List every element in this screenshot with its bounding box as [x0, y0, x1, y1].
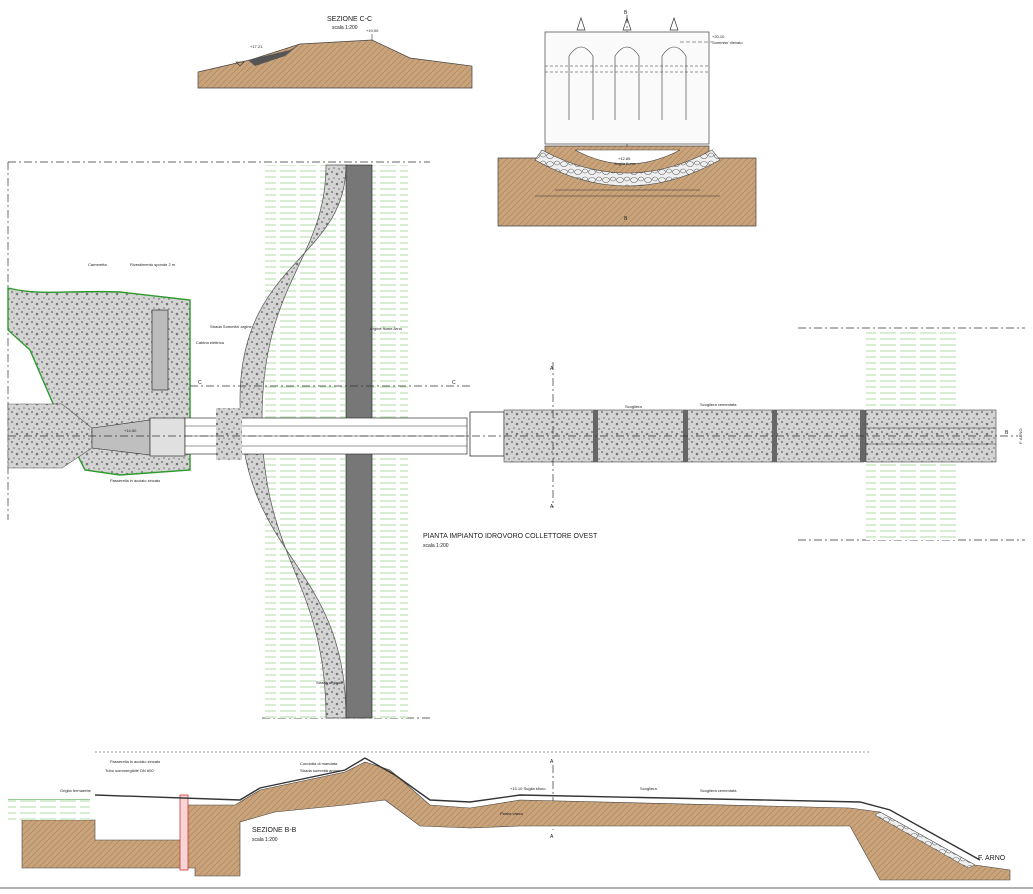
riprap-bed: [534, 149, 721, 187]
marker-b-top: B: [624, 10, 628, 16]
marker-a-bottom: A: [550, 504, 554, 510]
section-bb-soil: [21, 761, 1011, 881]
passerella-label: Passerella in acciaio zincato: [110, 478, 161, 483]
section-bb-title: SEZIONE B-B: [252, 827, 297, 834]
cabina-label: Cabina elettrica: [196, 340, 225, 345]
cameretta-label: Cameretta: [88, 262, 107, 267]
elevation-label: +19.00: [366, 28, 379, 33]
pump-shaft: [179, 794, 189, 871]
note-label: Sommita' rilevato: [712, 40, 743, 45]
section-bb-scale: scala 1:200: [252, 837, 278, 843]
headwall: [544, 31, 710, 145]
section-cc-soil: [197, 39, 473, 89]
road-crossing-gravel: [216, 408, 242, 460]
channel-label: Scogliera: [625, 404, 642, 409]
delivery-pipe: [94, 757, 981, 861]
section-cc-title: SEZIONE C-C: [327, 16, 372, 23]
marker-a-section-top: A: [550, 759, 554, 765]
road-label: Strada Sommita' argine: [210, 324, 252, 329]
rivestimento-label: Rivestimento sponde 2 m: [130, 262, 176, 267]
marker-b-plan: B: [1005, 430, 1009, 436]
grass-strip: [8, 800, 90, 820]
marker-c-right: C: [452, 380, 456, 386]
section-aa: B +20.10 Sommita' rilevato +12.85 Soglia…: [497, 10, 757, 227]
elevation-label: +12.85: [618, 156, 631, 161]
pipe-arch: [614, 46, 640, 120]
plan-scale: scala 1:200: [423, 543, 449, 549]
label-condotta: Condotta di mandata: [300, 761, 338, 766]
road-label: Strada arginale: [316, 680, 344, 685]
section-cc-scale: scala 1:200: [332, 25, 358, 31]
section-bb: A A Griglia fermaerbe Tubo sommergibile …: [8, 751, 1011, 881]
channel-water: [574, 149, 681, 165]
elevation-label: +20.10: [712, 34, 725, 39]
outlet-structure: [469, 411, 505, 457]
label-platea: Platea vasca: [500, 811, 524, 816]
marker-b-bottom: B: [624, 216, 628, 222]
section-cc-embankment-road: [248, 44, 300, 66]
label-passerella: Passerella in acciaio zincato: [110, 759, 161, 764]
valve-icon: [576, 16, 586, 31]
slope-riprap: [874, 811, 976, 869]
valve-icon: [622, 16, 632, 31]
river-label: F. ARNO: [978, 855, 1006, 862]
elevation-label: +17.21: [250, 44, 263, 49]
section-cc: SEZIONE C-C scala 1:200 +19.00 +17.21: [197, 16, 473, 89]
road-label: Argine fiume Arno: [370, 326, 403, 331]
plan-title: PIANTA IMPIANTO IDROVORO COLLETTORE OVES…: [423, 533, 598, 540]
label-scogliera: Scogliera: [640, 786, 657, 791]
channel-joint: [772, 410, 777, 462]
river-label-vertical: F. ARNO: [1018, 428, 1023, 444]
plan-view: Argine fiume Arno Strada Sommita' argine…: [7, 161, 1025, 719]
label-scogliera-cementata: Scogliera cementata: [700, 788, 737, 793]
marker-a-section-bottom: A: [550, 834, 554, 840]
label-strada: Strada sommità argine: [300, 768, 341, 773]
channel-label: Scogliera cementata: [700, 402, 737, 407]
cabina-elettrica: [151, 309, 169, 391]
marker-a-top: A: [550, 366, 554, 372]
pipe-arch: [568, 46, 594, 120]
water-level-symbol: [235, 61, 245, 67]
label-griglia: Griglia fermaerbe: [60, 788, 92, 793]
marker-c-left: C: [198, 380, 202, 386]
pump-outlet: [149, 417, 186, 457]
elevation-label: +14.50: [124, 428, 137, 433]
label-soglia: +15.10 Soglia sfioro: [510, 786, 546, 791]
note-label: Soglia fiume: [614, 161, 637, 166]
label-tubo: Tubo sommergibile DN 600: [105, 768, 154, 773]
valve-icon: [669, 16, 679, 31]
pipe-arch: [661, 46, 687, 120]
